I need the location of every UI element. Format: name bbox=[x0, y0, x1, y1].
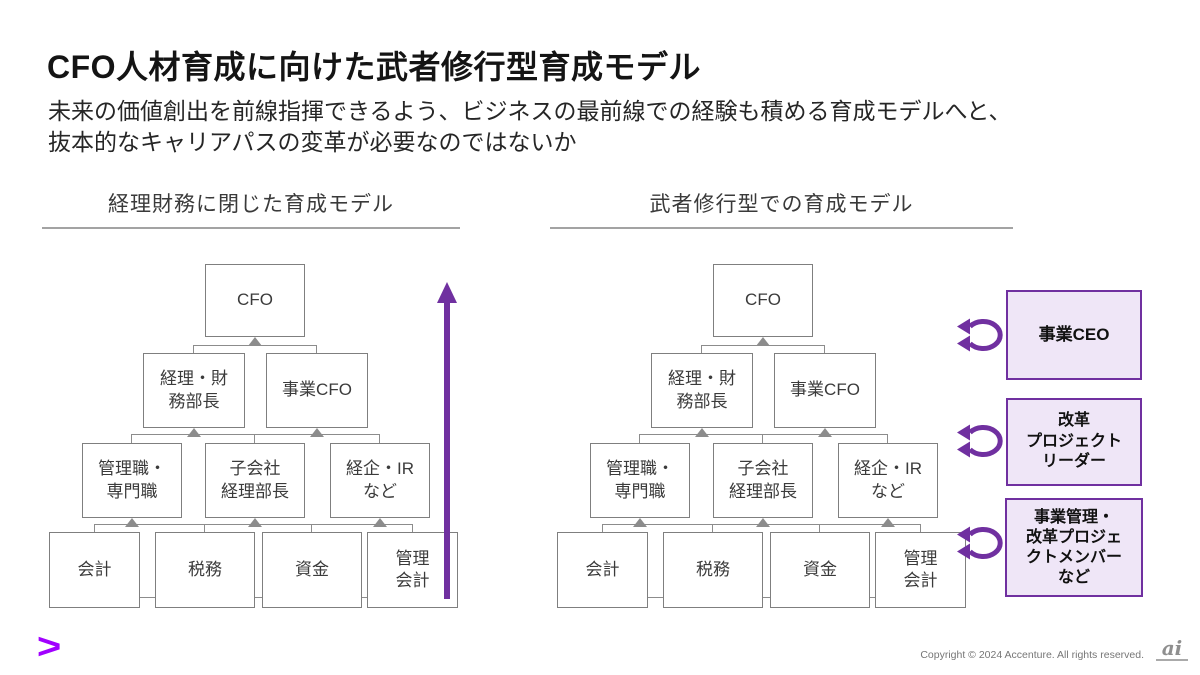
career-box-kaikaku-project-leader: 改革 プロジェクト リーダー bbox=[1006, 398, 1142, 486]
subtitle-line-1: 未来の価値創出を前線指揮できるよう、ビジネスの最前線での経験も積める育成モデルへ… bbox=[48, 98, 1012, 124]
musha-model-pyramid: CFO 経理・財 務部長事業CFO 管理職・ 専門職子会社 経理部長経企・IR など… bbox=[548, 260, 978, 610]
musha-model-header-rule bbox=[550, 227, 1013, 229]
org-box-jigyo-cfo: 事業CFO bbox=[266, 353, 368, 428]
up-triangle-icon bbox=[756, 337, 770, 346]
org-box-kanri-kaikei: 管理 会計 bbox=[367, 532, 458, 608]
connector-stub bbox=[887, 434, 889, 443]
closed-model-pyramid: CFO 経理・財 務部長事業CFO 管理職・ 専門職子会社 経理部長経企・IR など… bbox=[40, 260, 470, 610]
page-title: CFO人材育成に向けた武者修行型育成モデル bbox=[47, 49, 702, 85]
org-box-kogaisha-keiri-bucho: 子会社 経理部長 bbox=[713, 443, 813, 518]
page-subtitle: 未来の価値創出を前線指揮できるよう、ビジネスの最前線での経験も積める育成モデルへ… bbox=[48, 96, 1011, 158]
connector-stub bbox=[311, 524, 313, 532]
connector-stub bbox=[131, 434, 133, 443]
org-box-shikin: 資金 bbox=[262, 532, 362, 608]
up-triangle-icon bbox=[756, 518, 770, 527]
org-box-keiki-ir-nado: 経企・IR など bbox=[838, 443, 938, 518]
closed-model-header: 経理財務に閉じた育成モデル bbox=[108, 193, 394, 216]
loop-exchange-arrow-icon bbox=[957, 526, 1003, 560]
org-box-zeimu: 税務 bbox=[663, 532, 763, 608]
loop-exchange-arrow-icon bbox=[957, 424, 1003, 458]
connector-stub bbox=[762, 434, 764, 443]
org-box-cfo: CFO bbox=[205, 264, 305, 337]
ai-logo-subtext-bar bbox=[1156, 659, 1188, 661]
career-box-jigyo-ceo: 事業CEO bbox=[1006, 290, 1142, 380]
connector-line bbox=[640, 434, 888, 435]
connector-stub bbox=[204, 524, 206, 532]
up-triangle-icon bbox=[633, 518, 647, 527]
career-ladder-arrow-head-icon bbox=[437, 282, 457, 303]
career-ladder-arrow-shaft bbox=[444, 300, 450, 599]
up-triangle-icon bbox=[818, 428, 832, 437]
accenture-chevron-logo: > bbox=[36, 627, 62, 667]
connector-stub bbox=[712, 524, 714, 532]
up-triangle-icon bbox=[373, 518, 387, 527]
connector-stub bbox=[601, 524, 603, 532]
up-triangle-icon bbox=[310, 428, 324, 437]
loop-exchange-arrow-icon bbox=[957, 318, 1003, 352]
connector-stub bbox=[379, 434, 381, 443]
org-box-keiki-ir-nado: 経企・IR など bbox=[330, 443, 430, 518]
org-box-cfo: CFO bbox=[713, 264, 813, 337]
org-box-kanrishoku-senmonshoku: 管理職・ 専門職 bbox=[82, 443, 182, 518]
up-triangle-icon bbox=[125, 518, 139, 527]
org-box-kogaisha-keiri-bucho: 子会社 経理部長 bbox=[205, 443, 305, 518]
connector-stub bbox=[254, 434, 256, 443]
closed-model-header-rule bbox=[42, 227, 460, 229]
subtitle-line-2: 抜本的なキャリアパスの変革が必要なのではないか bbox=[48, 129, 577, 155]
connector-stub bbox=[316, 345, 318, 353]
org-box-shikin: 資金 bbox=[770, 532, 870, 608]
up-triangle-icon bbox=[248, 337, 262, 346]
up-triangle-icon bbox=[187, 428, 201, 437]
connector-stub bbox=[411, 524, 413, 532]
org-box-kanrishoku-senmonshoku: 管理職・ 専門職 bbox=[590, 443, 690, 518]
org-box-kaikei: 会計 bbox=[49, 532, 140, 608]
org-box-keiri-zaimu-bucho: 経理・財 務部長 bbox=[651, 353, 753, 428]
up-triangle-icon bbox=[881, 518, 895, 527]
org-box-zeimu: 税務 bbox=[155, 532, 255, 608]
org-box-kanri-kaikei: 管理 会計 bbox=[875, 532, 966, 608]
ai-watermark-logo: ai bbox=[1156, 638, 1188, 661]
ai-logo-text: ai bbox=[1161, 636, 1183, 660]
connector-stub bbox=[919, 524, 921, 532]
connector-stub bbox=[93, 524, 95, 532]
connector-stub bbox=[819, 524, 821, 532]
copyright-text: Copyright © 2024 Accenture. All rights r… bbox=[920, 649, 1144, 661]
up-triangle-icon bbox=[248, 518, 262, 527]
connector-stub bbox=[639, 434, 641, 443]
org-box-kaikei: 会計 bbox=[557, 532, 648, 608]
org-box-jigyo-cfo: 事業CFO bbox=[774, 353, 876, 428]
connector-line bbox=[132, 434, 380, 435]
musha-model-header: 武者修行型での育成モデル bbox=[649, 193, 914, 216]
up-triangle-icon bbox=[695, 428, 709, 437]
connector-stub bbox=[824, 345, 826, 353]
org-box-keiri-zaimu-bucho: 経理・財 務部長 bbox=[143, 353, 245, 428]
career-box-jigyo-kanri-member: 事業管理・ 改革プロジェ クトメンバー など bbox=[1005, 498, 1143, 597]
connector-stub bbox=[701, 345, 703, 353]
connector-stub bbox=[193, 345, 195, 353]
